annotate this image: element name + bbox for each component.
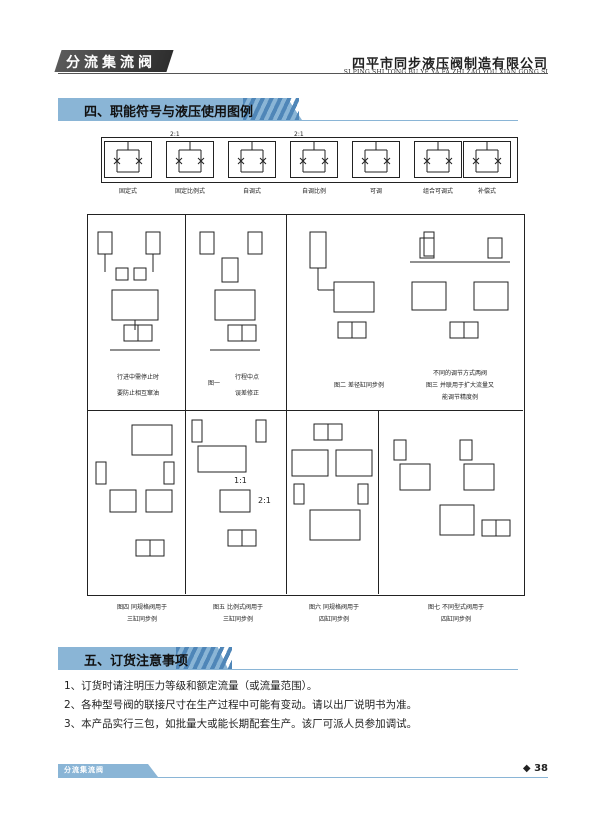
fig5-ratio-2: 2:1 xyxy=(258,496,271,505)
footer-divider xyxy=(58,777,548,778)
valve-symbol-6 xyxy=(414,141,462,178)
fig5-caption-b: 三缸同步例 xyxy=(222,616,253,623)
fig6-caption-b: 四缸同步例 xyxy=(318,616,349,623)
valve-symbol-drawing xyxy=(175,142,205,173)
header-title: 分流集流阀 xyxy=(66,55,156,71)
fig3-caption-b: 图三 并联用于扩大流量又 xyxy=(426,382,494,389)
valve-symbol-caption: 自调式 xyxy=(242,188,261,195)
footer-tab xyxy=(58,764,158,777)
valve-symbol-drawing xyxy=(237,142,267,173)
valve-symbol-caption: 固定式 xyxy=(118,188,137,195)
order-note-3: 3、本产品实行三包，如批量大或能长期配套生产。该厂可派人员参加调试。 xyxy=(64,718,418,730)
valve-symbol-caption: 可调 xyxy=(369,188,382,195)
fig1-note-d: 误差修正 xyxy=(234,390,259,397)
company-pinyin: SI PING SHI TONG BU YE YA FA ZHI ZAO YOU… xyxy=(344,69,548,76)
valve-symbol-caption: 自调比例 xyxy=(301,188,326,195)
section-4-heading: 四、职能符号与液压使用图例 xyxy=(58,98,518,121)
fig4-caption-a: 图四 同规格阀用于 xyxy=(117,604,167,611)
valve-symbol-caption: 组合可调式 xyxy=(422,188,453,195)
grid-divider xyxy=(378,410,379,594)
fig1-note-b: 要防止相互窜油 xyxy=(116,390,159,397)
valve-symbol-drawing xyxy=(472,142,502,173)
company-name: 四平市同步液压阀制造有限公司 xyxy=(351,57,548,72)
footer-tab-label: 分流集流阀 xyxy=(64,766,104,774)
grid-divider xyxy=(286,214,287,594)
header-divider xyxy=(58,73,548,74)
fig3-caption-c: 能调节精度例 xyxy=(441,394,478,401)
diagram-grid xyxy=(87,214,525,596)
valve-symbol-drawing xyxy=(423,142,453,173)
fig2-caption: 图二 差径缸同步例 xyxy=(334,382,384,389)
fig7-caption-a: 图七 不同型式阀用于 xyxy=(428,604,484,611)
valve-symbol-1 xyxy=(104,141,152,178)
order-note-1: 1、订货时请注明压力等级和额定流量（或流量范围）。 xyxy=(64,680,318,692)
valve-symbol-7 xyxy=(463,141,511,178)
valve-symbol-caption: 补偿式 xyxy=(477,188,496,195)
fig4-caption-b: 三缸同步例 xyxy=(126,616,157,623)
valve-symbol-drawing xyxy=(113,142,143,173)
fig5-caption-a: 图五 比例式阀用于 xyxy=(213,604,263,611)
page-number: ◆ 38 xyxy=(522,763,548,774)
valve-symbol-2 xyxy=(166,141,214,178)
fig7-caption-b: 四缸同步例 xyxy=(440,616,471,623)
section-5-title: 五、订货注意事项 xyxy=(84,654,189,669)
order-note-2: 2、各种型号阀的联接尺寸在生产过程中可能有变动。请以出厂说明书为准。 xyxy=(64,699,418,711)
section-5-heading: 五、订货注意事项 xyxy=(58,647,518,670)
fig3-caption-a: 不同的调节方式两阀 xyxy=(432,370,487,377)
valve-symbol-5 xyxy=(352,141,400,178)
valve-symbol-drawing xyxy=(361,142,391,173)
fig1-note-c: 行程中点 xyxy=(234,374,259,381)
fig6-caption-a: 图六 同规格阀用于 xyxy=(309,604,359,611)
valve-symbol-ratio: 2:1 xyxy=(170,131,180,138)
section-4-title: 四、职能符号与液压使用图例 xyxy=(84,105,254,120)
valve-symbol-caption: 固定比例式 xyxy=(174,188,205,195)
valve-symbol-ratio: 2:1 xyxy=(294,131,304,138)
fig1-note-a: 行进中需停止时 xyxy=(116,374,159,381)
valve-symbol-drawing xyxy=(299,142,329,173)
valve-symbol-3 xyxy=(228,141,276,178)
grid-divider xyxy=(185,214,186,410)
fig5-ratio-1: 1:1 xyxy=(234,476,247,485)
grid-divider xyxy=(87,410,523,411)
grid-divider xyxy=(185,410,186,594)
fig1-label: 图一 xyxy=(207,380,220,387)
symbol-row xyxy=(101,137,518,183)
valve-symbol-4 xyxy=(290,141,338,178)
